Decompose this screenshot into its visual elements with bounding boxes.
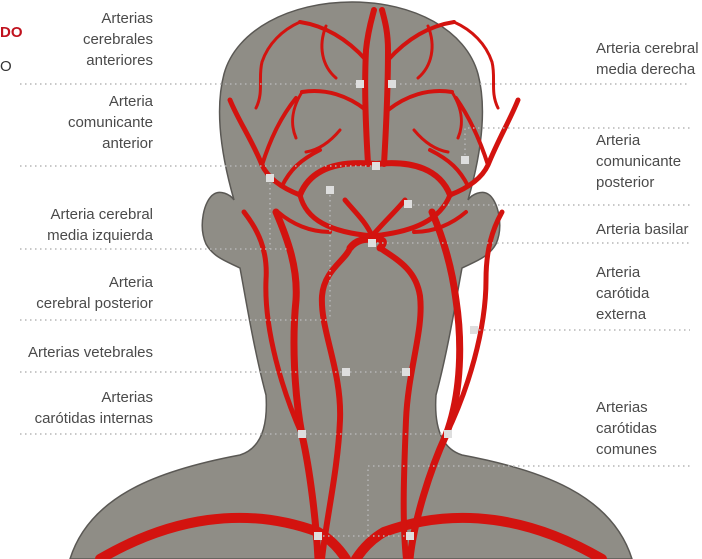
- label-cerebral-posterior: Arteria cerebral posterior: [36, 272, 153, 314]
- label-vertebrales: Arterias vetebrales: [28, 342, 153, 363]
- corner-subtitle: O: [0, 56, 12, 77]
- label-carotidas-comunes: Arterias carótidas comunes: [596, 397, 657, 460]
- label-basilar: Arteria basilar: [596, 219, 689, 240]
- label-carotida-externa: Arteria carótida externa: [596, 262, 649, 325]
- head-silhouette: [70, 2, 632, 559]
- label-cerebral-media-derecha: Arteria cerebral media derecha: [596, 38, 699, 80]
- label-comunicante-anterior: Arteria comunicante anterior: [68, 91, 153, 154]
- label-comunicante-posterior: Arteria comunicante posterior: [596, 130, 681, 193]
- label-cerebrales-anteriores: Arterias cerebrales anteriores: [83, 8, 153, 71]
- corner-title: DO: [0, 22, 23, 43]
- label-cerebral-media-izquierda: Arteria cerebral media izquierda: [47, 204, 153, 246]
- label-carotidas-internas: Arterias carótidas internas: [35, 387, 153, 429]
